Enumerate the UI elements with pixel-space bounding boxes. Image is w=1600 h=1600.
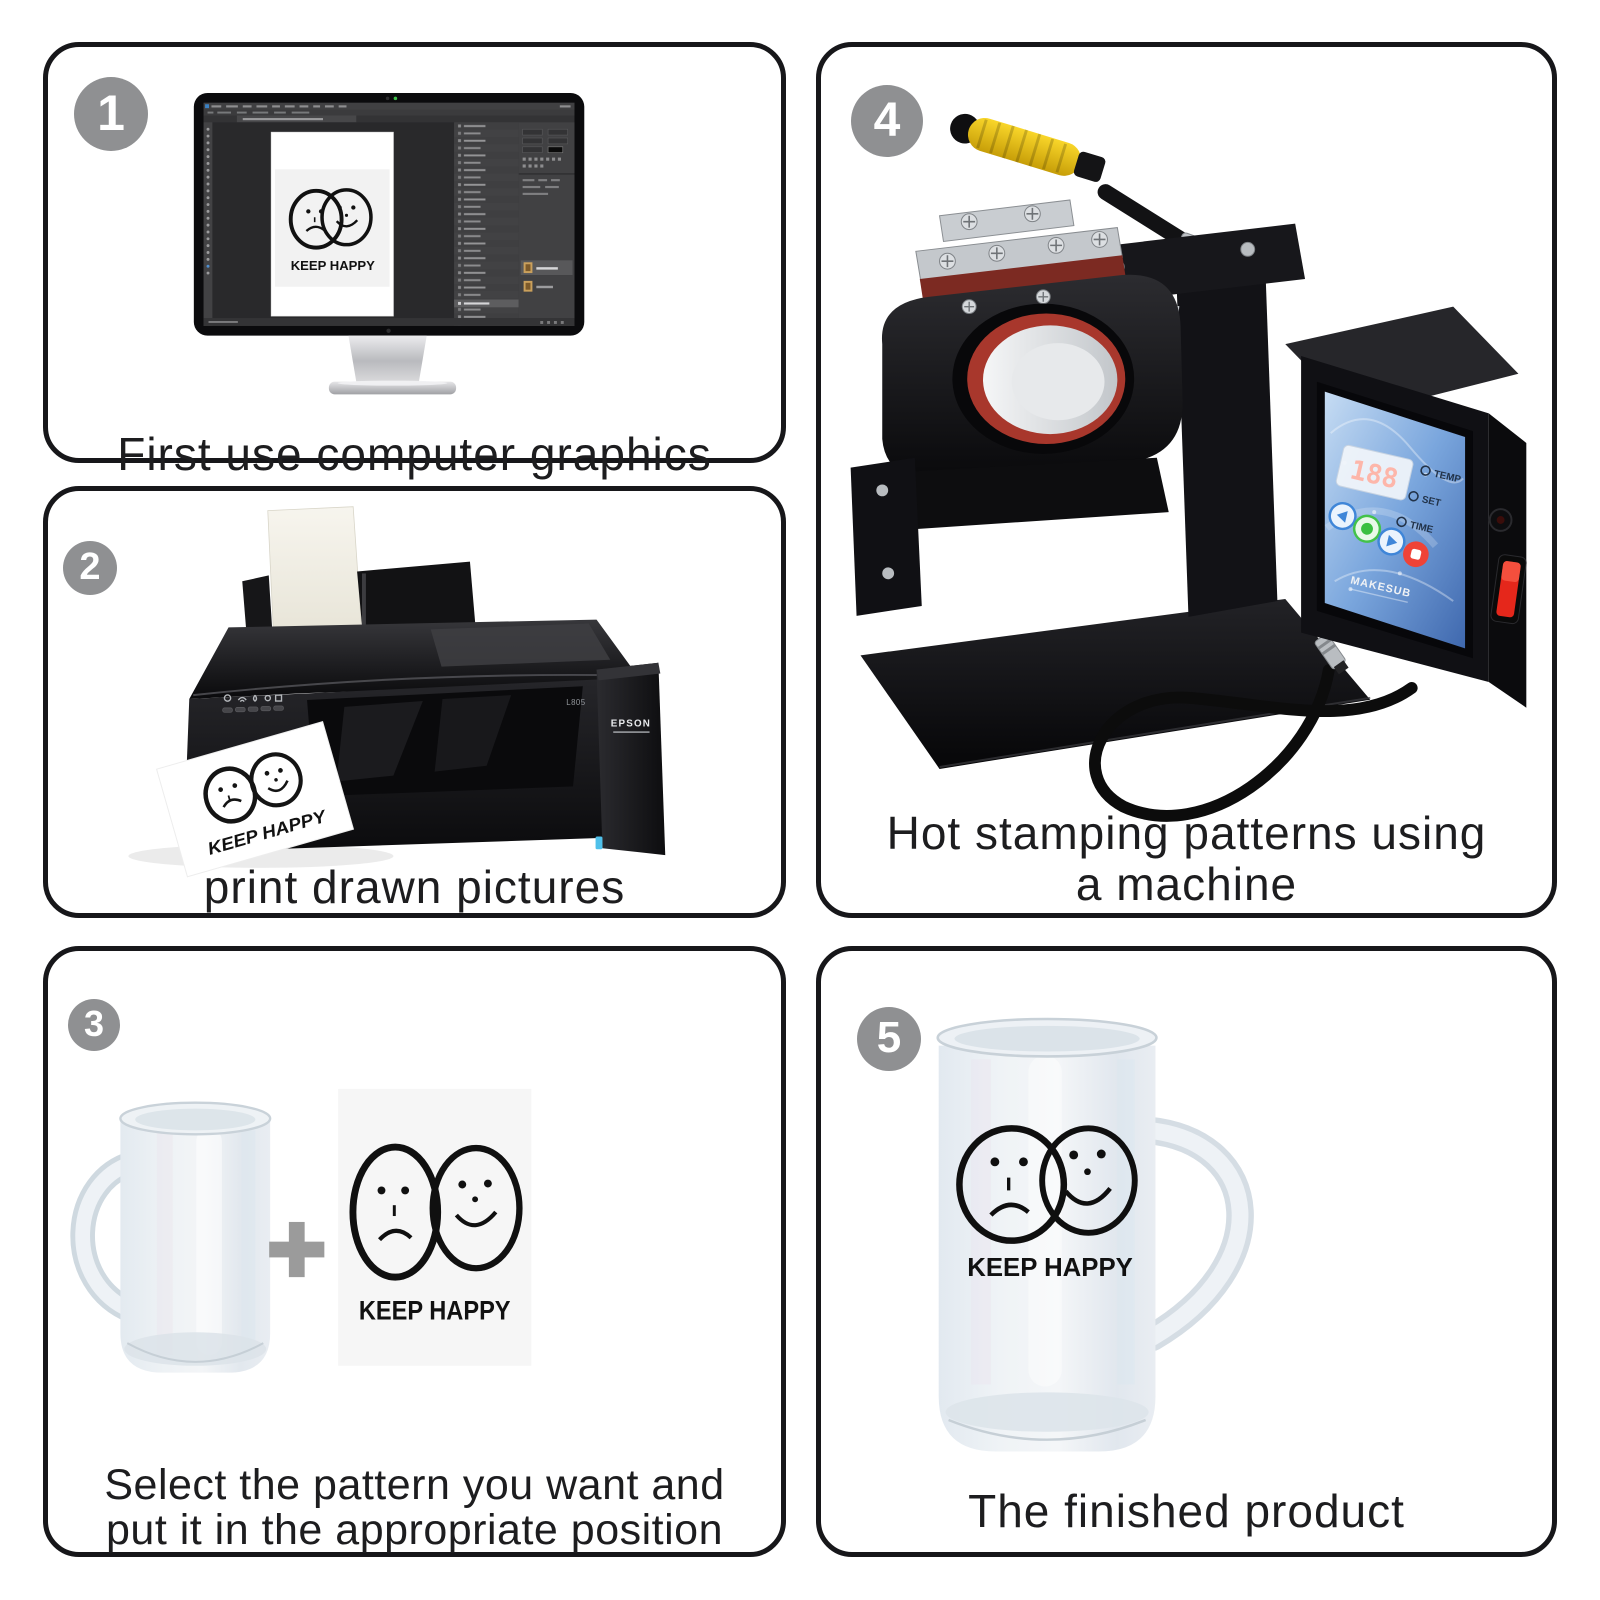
step-panel-5: 5 — [816, 946, 1557, 1557]
artwork-text: KEEP HAPPY — [291, 258, 376, 273]
blank-mug — [70, 1101, 272, 1373]
step-1-caption: First use computer graphics — [117, 428, 712, 480]
step-5-number-badge: 5 — [857, 1007, 921, 1071]
ok-button — [1352, 514, 1382, 543]
printer-brand-label: EPSON — [611, 719, 651, 730]
step-number: 1 — [97, 85, 125, 141]
paper-guide-left — [242, 575, 273, 643]
color-swatch — [547, 146, 564, 154]
control-box: 188 TEMP SET TIME — [1285, 306, 1527, 708]
app-logo-icon — [205, 104, 209, 109]
graphics-app-screen: KEEP HAPPY — [203, 102, 575, 326]
plus-icon — [269, 1221, 325, 1278]
pattern-card: KEEP HAPPY — [338, 1088, 532, 1366]
webcam-icon — [385, 96, 390, 101]
indicator-time: TIME — [1409, 520, 1435, 536]
machine-base — [860, 599, 1371, 769]
step-number: 2 — [79, 545, 101, 588]
screw-icon — [960, 205, 1041, 231]
paper-guide-right — [357, 561, 476, 637]
artwork-text: KEEP HAPPY — [967, 1254, 1133, 1282]
blank-paper-sheet — [267, 506, 363, 639]
monitor-stand — [348, 335, 427, 382]
power-cable — [1089, 664, 1418, 822]
artwork-text: KEEP HAPPY — [359, 1295, 511, 1325]
step-2-caption: print drawn pictures — [203, 861, 626, 913]
indicator-labels: TEMP SET TIME — [1396, 465, 1462, 536]
indicator-set: SET — [1421, 494, 1442, 509]
step-panel-3: 3 — [43, 946, 786, 1557]
power-switch — [1490, 554, 1527, 625]
step-panel-4: 4 — [816, 42, 1557, 918]
mug-plus-pattern-illustration: KEEP HAPPY — [70, 1088, 532, 1373]
step-4-number-badge: 4 — [851, 85, 923, 157]
step-number: 4 — [873, 93, 901, 147]
step-4-caption-line1: Hot stamping patterns using — [886, 807, 1487, 859]
step-panel-2: 2 — [43, 486, 786, 918]
layers-list — [454, 122, 519, 326]
cable-connector — [1314, 633, 1349, 675]
ink-window — [595, 836, 603, 850]
left-arrow-icon — [1336, 511, 1348, 523]
mug-clamp — [850, 274, 1183, 616]
temperature-display: 188 — [1335, 444, 1414, 501]
properties-panel — [518, 122, 575, 326]
monitor: KEEP HAPPY — [193, 92, 585, 395]
menu-bar — [211, 105, 571, 108]
printer-illustration: L805 EPSON — [128, 506, 666, 878]
computer-monitor-illustration: KEEP HAPPY — [193, 92, 585, 395]
stop-icon — [1410, 548, 1422, 560]
step-4-caption-line2: a machine — [1075, 858, 1298, 910]
printer-buttons — [222, 705, 284, 713]
step-3-caption-line2: put it in the appropriate position — [105, 1506, 723, 1554]
happy-sad-artwork — [288, 188, 373, 250]
control-buttons — [1328, 501, 1429, 568]
play-icon — [1386, 534, 1398, 547]
back-button — [1328, 501, 1357, 531]
power-led-icon — [393, 96, 398, 101]
printed-design — [956, 1125, 1138, 1244]
step-3-number-badge: 3 — [68, 999, 120, 1051]
frame-plate — [1176, 273, 1278, 617]
options-bar — [207, 111, 310, 114]
finished-mug-illustration: KEEP HAPPY — [936, 1017, 1254, 1452]
ink-tank-unit: EPSON — [595, 662, 666, 856]
printer-control-icons — [223, 694, 283, 702]
start-button — [1377, 527, 1406, 556]
screw-icon — [939, 231, 1108, 270]
step-panel-1: 1 — [43, 42, 786, 478]
step-number: 5 — [876, 1013, 902, 1062]
handle-grip — [967, 117, 1081, 176]
heat-press-illustration: 188 TEMP SET TIME — [850, 113, 1527, 822]
printer-model-label: L805 — [566, 698, 586, 707]
step-5-caption: The finished product — [968, 1485, 1405, 1537]
step-number: 3 — [83, 1003, 105, 1044]
green-dot-icon — [1361, 522, 1373, 535]
finished-mug: KEEP HAPPY — [936, 1017, 1254, 1452]
step-3-caption-line1: Select the pattern you want and — [104, 1461, 725, 1509]
step-1-number-badge: 1 — [74, 77, 148, 151]
stop-button — [1403, 541, 1429, 568]
step-2-number-badge: 2 — [63, 541, 117, 595]
